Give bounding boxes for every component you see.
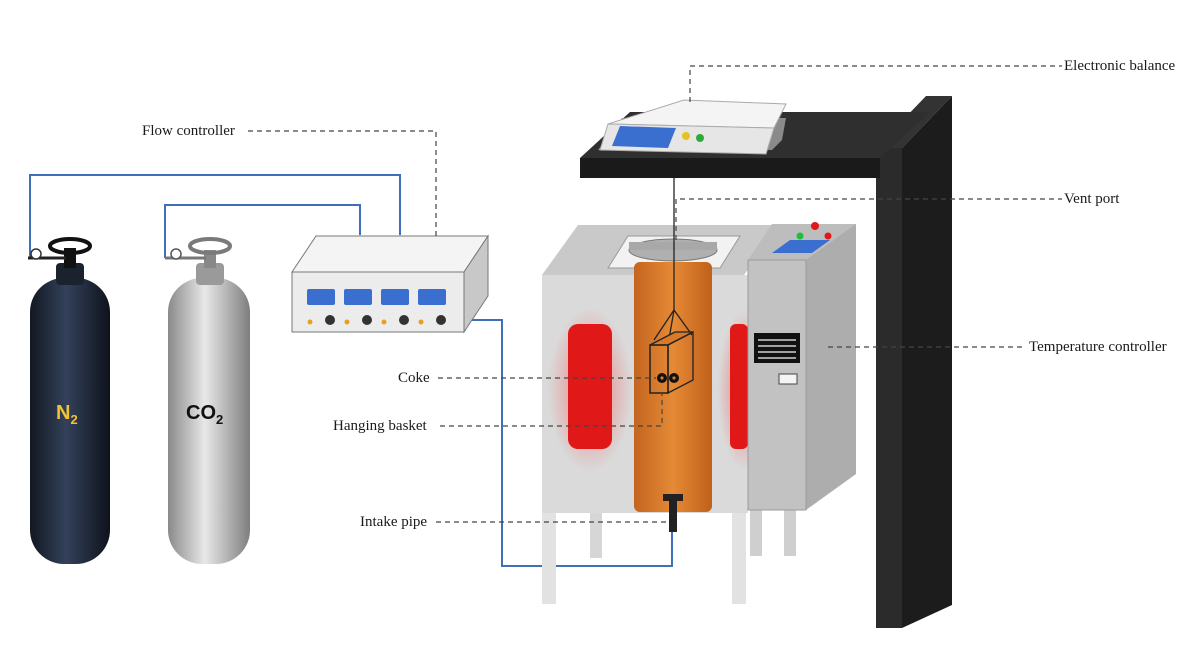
- label-n2: N2: [56, 402, 78, 427]
- furnace-leg-left: [542, 512, 556, 604]
- label-hanging-basket: Hanging basket: [333, 418, 427, 434]
- balance-button-green: [696, 134, 704, 142]
- label-electronic-balance: Electronic balance: [1064, 58, 1176, 74]
- leader-vent-port: [675, 198, 1062, 240]
- balance-button-yellow: [682, 132, 690, 140]
- flow-display-1: [307, 289, 335, 305]
- n2-cylinder: [28, 237, 110, 564]
- cabinet-leg-left: [750, 508, 762, 556]
- electronic-balance: [598, 99, 787, 155]
- intake-pipe-line: [470, 319, 673, 567]
- intake-fitting: [663, 494, 683, 532]
- n2-valve-wheel: [48, 237, 92, 255]
- co2-cylinder-body: [168, 278, 250, 564]
- flow-display-3: [381, 289, 409, 305]
- indicator-red-2: [824, 232, 832, 240]
- label-intake-pipe: Intake pipe: [360, 514, 428, 530]
- furnace-leg-back: [590, 512, 602, 558]
- heating-element-left: [568, 324, 612, 449]
- furnace-tube: [634, 262, 712, 512]
- cabinet-front: [748, 260, 806, 510]
- coke-particles: [657, 373, 679, 383]
- furnace: [542, 225, 780, 604]
- n2-pipe: [29, 174, 401, 258]
- furnace-leg-right: [732, 512, 746, 604]
- flow-knob-4: [436, 315, 446, 325]
- temp-display: [772, 240, 830, 253]
- leader-hanging-basket: [440, 393, 663, 427]
- flow-knob-3: [399, 315, 409, 325]
- flow-display-4: [418, 289, 446, 305]
- indicator-red-1: [811, 222, 819, 230]
- n2-cylinder-body: [30, 278, 110, 564]
- cabinet-leg-right: [784, 508, 796, 556]
- co2-valve-wheel: [188, 237, 232, 255]
- flow-display-2: [344, 289, 372, 305]
- flow-knob-2: [362, 315, 372, 325]
- leader-lines: [248, 65, 1062, 523]
- co2-cylinder: [165, 237, 250, 564]
- label-vent-port: Vent port: [1064, 191, 1120, 207]
- heating-element-right: [730, 324, 748, 449]
- co2-pipe: [164, 204, 361, 258]
- label-coke: Coke: [398, 370, 430, 386]
- temperature-controller: [747, 222, 856, 556]
- co2-pressure-gauge: [170, 248, 182, 260]
- n2-pressure-gauge: [30, 248, 42, 260]
- balance-display: [612, 126, 676, 148]
- frame-column: [876, 148, 902, 628]
- small-panel: [778, 373, 798, 385]
- flow-knob-1: [325, 315, 335, 325]
- leader-electronic-balance: [689, 65, 1062, 102]
- gas-pipes: [29, 174, 673, 567]
- leader-flow-controller: [248, 130, 437, 236]
- label-co2: CO2: [186, 402, 224, 427]
- label-flow-controller: Flow controller: [142, 123, 235, 139]
- indicator-green: [796, 232, 804, 240]
- label-temperature-controller: Temperature controller: [1029, 339, 1167, 355]
- flow-controller: [291, 234, 489, 334]
